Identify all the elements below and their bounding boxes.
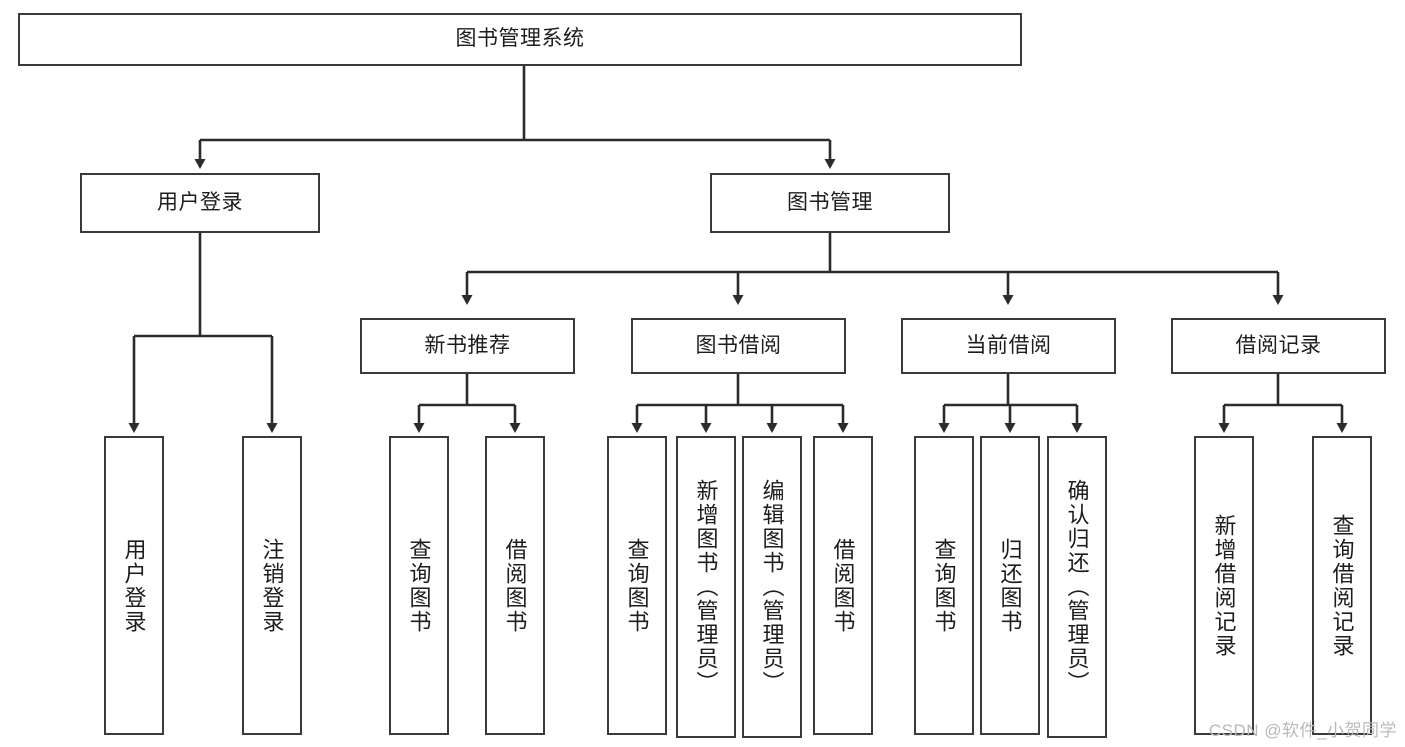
- node-leaf-query-book-2[interactable]: 查询图书: [607, 436, 667, 735]
- node-label: 用户登录: [157, 190, 243, 214]
- node-label: 新书推荐: [424, 333, 511, 357]
- node-leaf-return-book[interactable]: 归还图书: [980, 436, 1040, 735]
- node-label: 用户登录: [121, 537, 147, 634]
- node-label: 图书管理: [787, 190, 873, 214]
- csdn-watermark: CSDN @软件_小贺同学: [1208, 721, 1397, 740]
- node-book-management-system[interactable]: 图书管理系统: [18, 13, 1022, 66]
- node-leaf-query-record[interactable]: 查询借阅记录: [1312, 436, 1372, 735]
- node-current-borrow[interactable]: 当前借阅: [901, 318, 1116, 374]
- node-leaf-confirm-return[interactable]: 确认归还（管理员）: [1047, 436, 1107, 738]
- node-label: 新增借阅记录: [1211, 513, 1237, 658]
- node-label: 查询借阅记录: [1329, 513, 1355, 658]
- node-leaf-add-book[interactable]: 新增图书（管理员）: [676, 436, 736, 738]
- node-label: 编辑图书（管理员）: [759, 479, 785, 695]
- node-label: 注销登录: [259, 537, 285, 634]
- node-user-login[interactable]: 用户登录: [80, 173, 320, 233]
- node-leaf-edit-book[interactable]: 编辑图书（管理员）: [742, 436, 802, 738]
- node-book-management[interactable]: 图书管理: [710, 173, 950, 233]
- node-leaf-query-book-3[interactable]: 查询图书: [914, 436, 974, 735]
- node-leaf-add-record[interactable]: 新增借阅记录: [1194, 436, 1254, 735]
- node-book-borrow[interactable]: 图书借阅: [631, 318, 846, 374]
- node-label: 新增图书（管理员）: [693, 479, 719, 695]
- node-leaf-query-book-1[interactable]: 查询图书: [389, 436, 449, 735]
- node-label: 当前借阅: [965, 333, 1052, 357]
- node-leaf-borrow-book-2[interactable]: 借阅图书: [813, 436, 873, 735]
- node-label: 借阅记录: [1235, 333, 1322, 357]
- node-leaf-borrow-book-1[interactable]: 借阅图书: [485, 436, 545, 735]
- node-label: 归还图书: [997, 537, 1023, 634]
- node-label: 借阅图书: [830, 537, 856, 634]
- node-new-book-recommend[interactable]: 新书推荐: [360, 318, 575, 374]
- node-label: 图书管理系统: [455, 27, 585, 51]
- node-label: 借阅图书: [502, 537, 528, 634]
- node-leaf-user-logout[interactable]: 注销登录: [242, 436, 302, 735]
- node-label: 查询图书: [406, 537, 432, 634]
- node-label: 确认归还（管理员）: [1064, 479, 1090, 695]
- node-label: 图书借阅: [695, 333, 782, 357]
- node-label: 查询图书: [931, 537, 957, 634]
- node-borrow-record[interactable]: 借阅记录: [1171, 318, 1386, 374]
- node-leaf-user-login[interactable]: 用户登录: [104, 436, 164, 735]
- node-label: 查询图书: [624, 537, 650, 634]
